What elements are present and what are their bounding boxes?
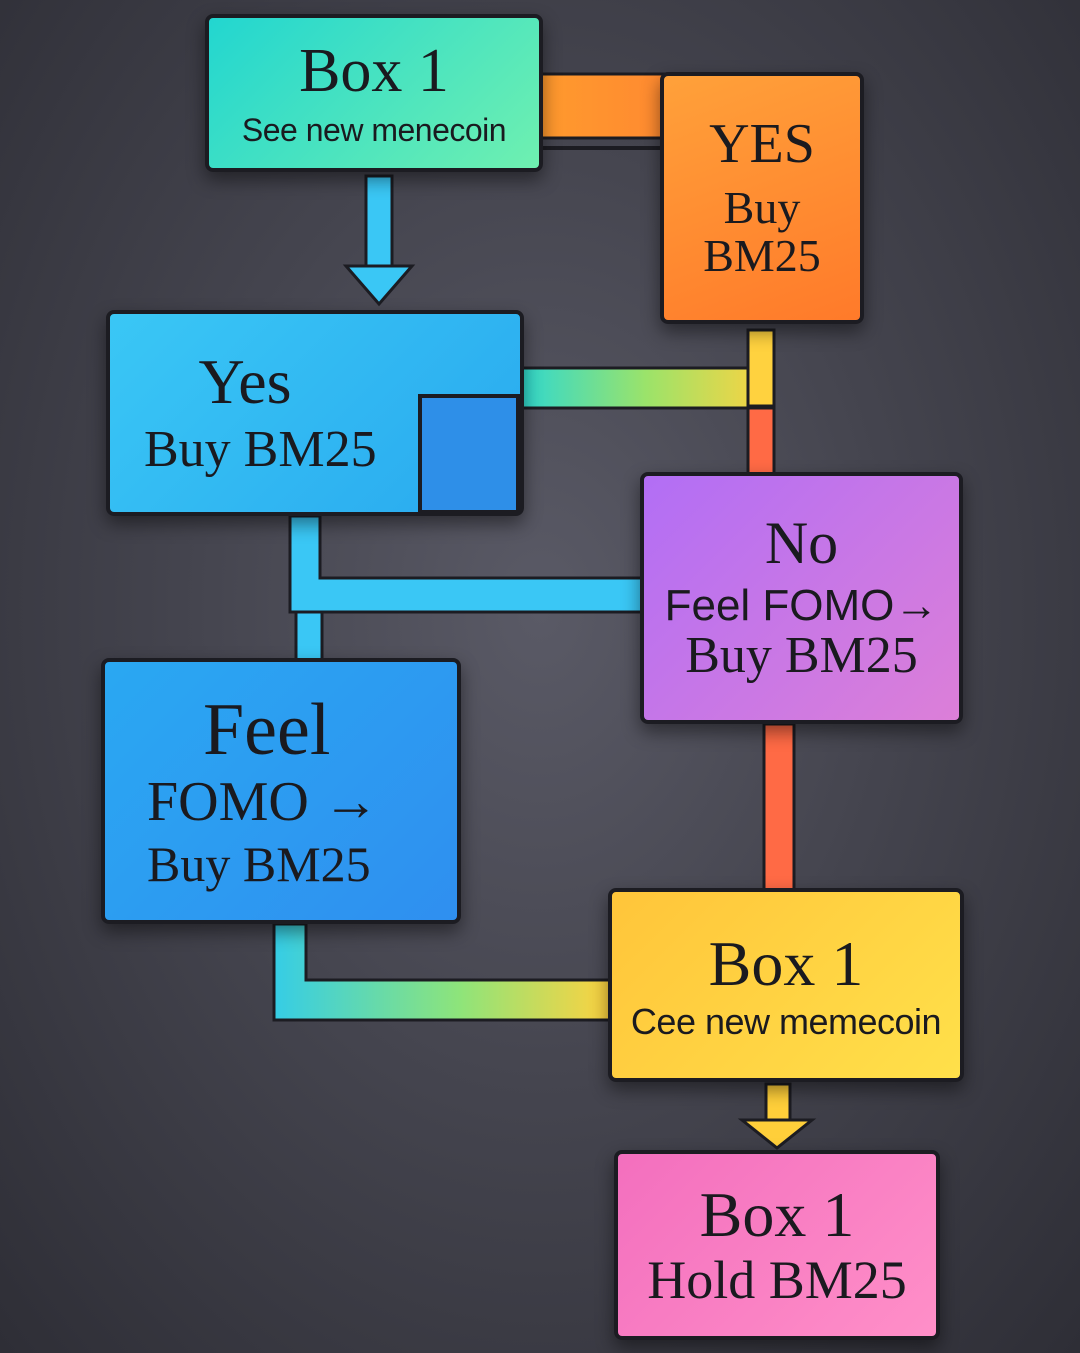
box-no-action: Buy BM25 — [685, 627, 918, 685]
box-no: No Feel FOMO→ Buy BM25 — [640, 472, 963, 724]
box-yes-orange: YES Buy BM25 — [660, 72, 864, 324]
box-mid-title: Box 1 — [708, 927, 864, 999]
box-end: Box 1 Hold BM25 — [614, 1150, 940, 1340]
inset-square — [418, 394, 520, 514]
connector-blue-elbow — [288, 514, 646, 614]
box-yes-blue-label: Yes — [198, 346, 292, 418]
box-end-title: Box 1 — [699, 1179, 855, 1251]
box-start-title: Box 1 — [299, 36, 449, 105]
box-start: Box 1 See new menecoin — [205, 14, 543, 172]
box-feel-action: Buy BM25 — [147, 835, 371, 892]
connector-red-upper — [746, 406, 776, 478]
box-no-label: No — [764, 510, 839, 577]
box-feel: Feel FOMO → Buy BM25 — [101, 658, 461, 924]
box-yes-orange-action: Buy — [723, 182, 801, 234]
connector-blue-down — [294, 610, 324, 664]
arrow-down-icon — [342, 264, 416, 307]
box-mid: Box 1 Cee new memecoin — [608, 888, 964, 1082]
connector-orange-top — [538, 72, 667, 140]
box-feel-fomo: FOMO → — [147, 771, 379, 834]
connector-red-lower — [762, 722, 796, 894]
box-mid-subtitle: Cee new memecoin — [630, 1000, 942, 1042]
connector-yellow-drop — [746, 328, 776, 408]
box-yes-orange-target: BM25 — [703, 230, 821, 282]
box-end-subtitle: Hold BM25 — [647, 1250, 907, 1311]
box-no-feeling: Feel FOMO→ — [664, 581, 939, 631]
connector-yellow-stem — [764, 1082, 792, 1124]
box-feel-label: Feel — [203, 688, 331, 771]
connector-down-stem — [364, 174, 394, 272]
connector-rainbow — [518, 366, 774, 410]
box-yes-blue-action: Buy BM25 — [144, 421, 377, 479]
arrow-down-icon — [737, 1118, 817, 1150]
box-start-subtitle: See new menecoin — [241, 111, 507, 148]
connector-bottom-elbow — [272, 922, 614, 1022]
box-yes-orange-label: YES — [709, 113, 815, 176]
